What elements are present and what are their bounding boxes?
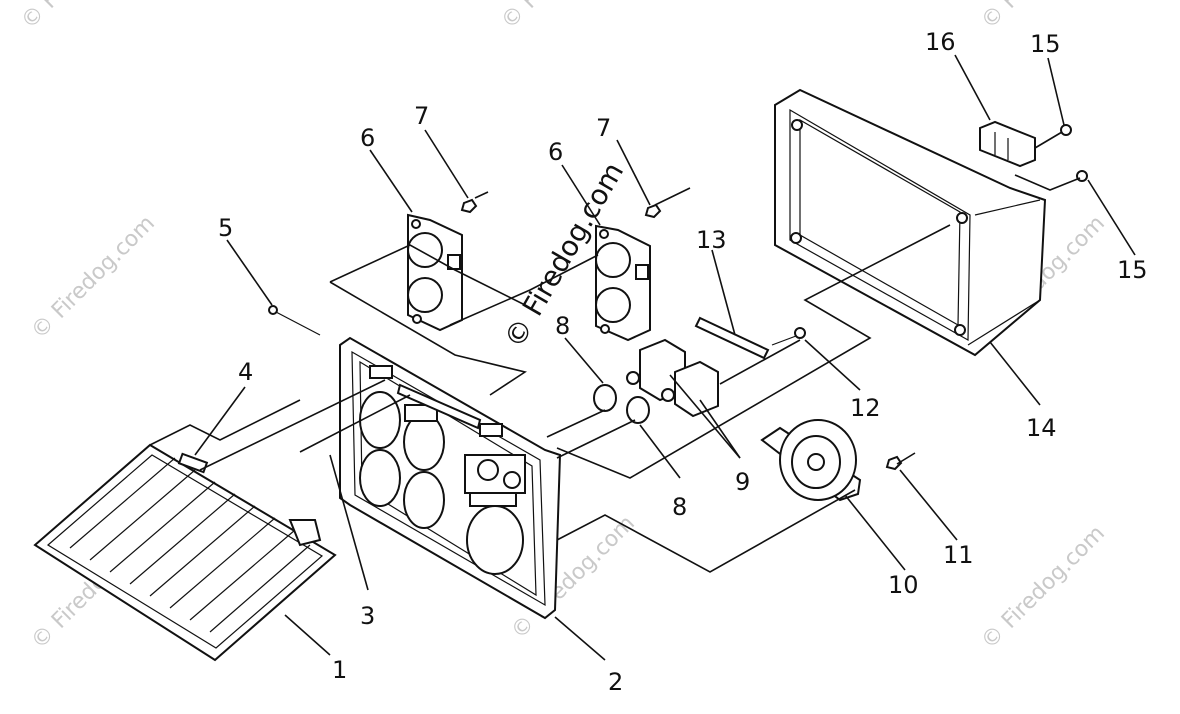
callout-5: 5	[218, 214, 233, 242]
callout-15: 15	[1117, 256, 1148, 284]
part-bus-bar	[694, 316, 770, 360]
callout-6: 6	[360, 124, 375, 152]
callout-4: 4	[238, 358, 253, 386]
callout-12: 12	[850, 394, 881, 422]
watermark: © Firedog.com	[497, 0, 630, 34]
watermark: © Firedog.com	[977, 521, 1110, 654]
part-cover	[33, 443, 337, 662]
part-outlet-left	[407, 213, 463, 332]
part-screw	[268, 305, 321, 336]
callout-16: 16	[925, 28, 956, 56]
part-circuit-breaker	[626, 338, 719, 418]
part-twist-lock-receptacle	[760, 419, 862, 502]
watermark: © Firedog.com	[17, 0, 150, 34]
part-terminal-block	[979, 120, 1036, 168]
callout-7: 7	[414, 102, 429, 130]
part-indicator-light	[593, 384, 650, 424]
part-screw-12	[771, 327, 806, 346]
part-face-plate	[339, 336, 562, 620]
callout-1: 1	[332, 656, 347, 684]
part-screw-15	[1060, 124, 1088, 182]
part-nut	[460, 198, 662, 219]
watermark: © Firedog.com	[27, 211, 160, 344]
callout-14: 14	[1026, 414, 1057, 442]
callout-11: 11	[943, 541, 974, 569]
callout-15: 15	[1030, 30, 1061, 58]
callout-2: 2	[608, 668, 623, 696]
callout-13: 13	[696, 226, 727, 254]
callout-10: 10	[888, 571, 919, 599]
callout-8: 8	[555, 312, 570, 340]
callout-6: 6	[548, 138, 563, 166]
part-outlet-right	[595, 224, 651, 342]
part-housing-box	[774, 88, 1047, 357]
callout-7: 7	[596, 114, 611, 142]
callout-8: 8	[672, 493, 687, 521]
part-nut-11	[885, 455, 903, 471]
leader-lines	[149, 54, 1136, 661]
callout-3: 3	[360, 602, 375, 630]
callout-labels: 1 2 3 4 5 6 6 7 7 8 8 9 10 11 12 13 14 1…	[218, 28, 1148, 696]
callout-9: 9	[735, 468, 750, 496]
